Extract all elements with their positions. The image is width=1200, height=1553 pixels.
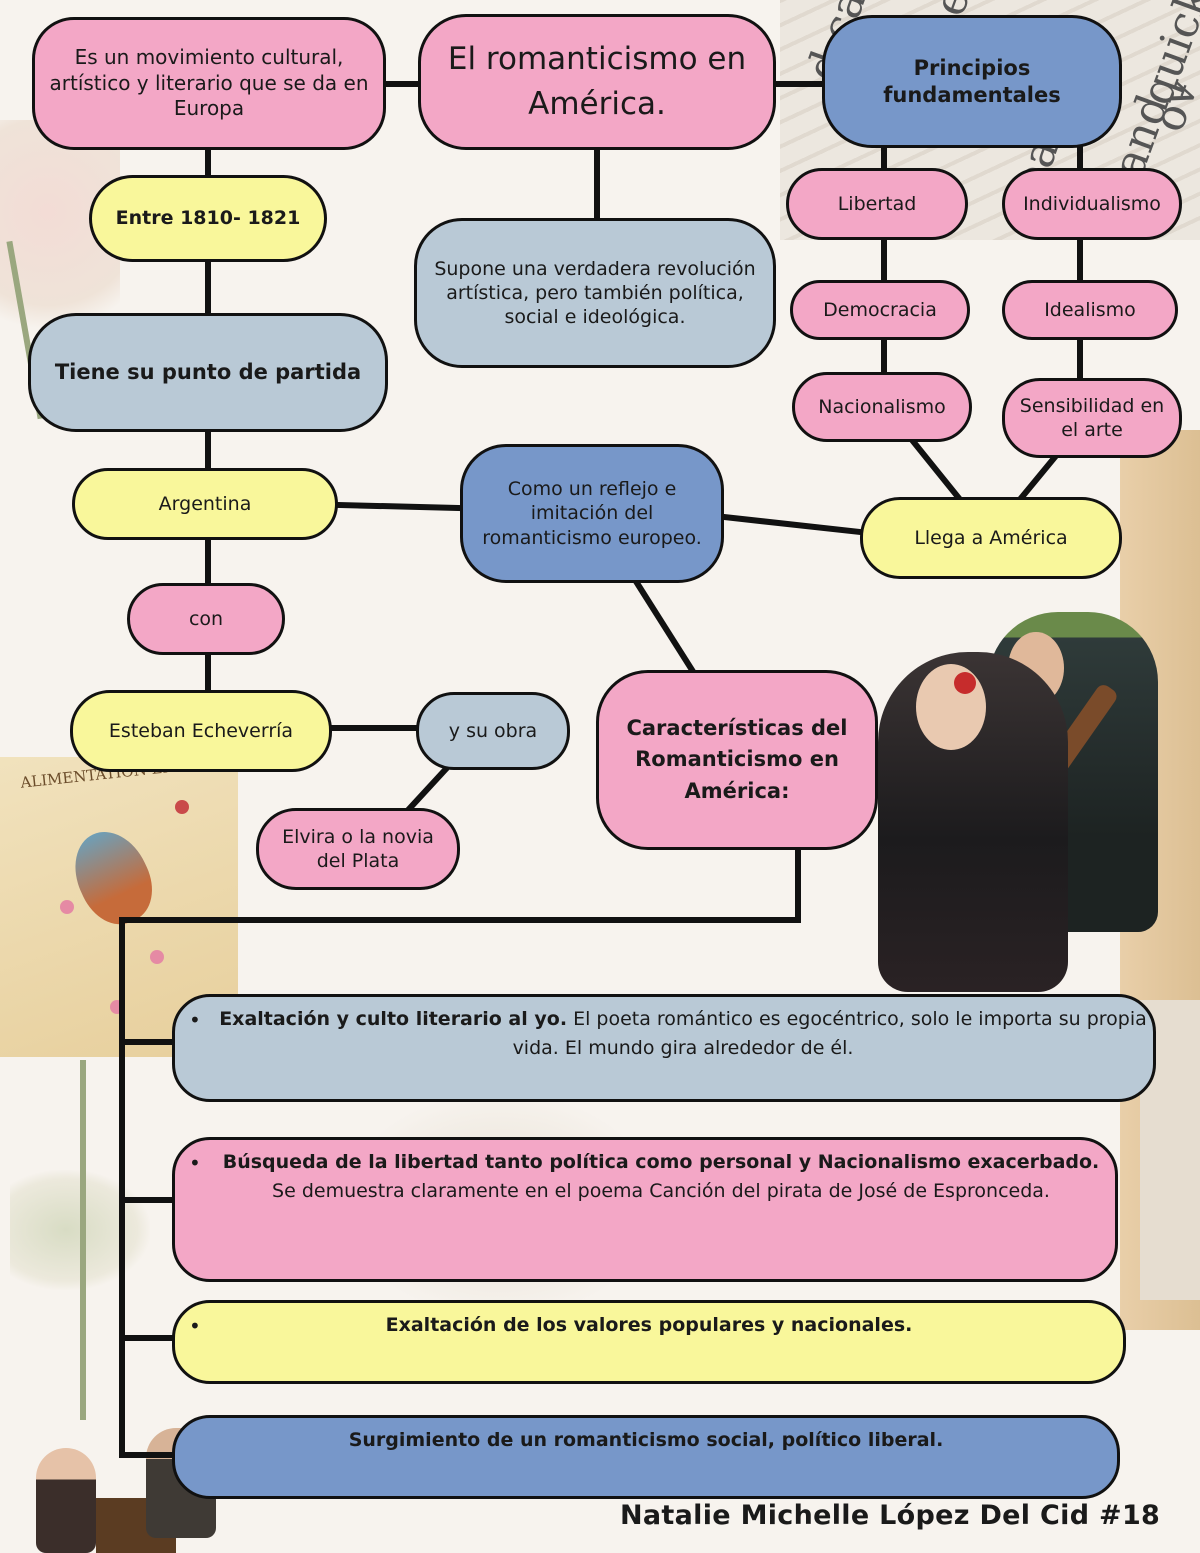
- principle-label: Sensibilidad en el arte: [1019, 394, 1165, 441]
- reflection-node: Como un reflejo e imitación del romantic…: [460, 444, 724, 583]
- connector-line: [632, 578, 697, 675]
- obra-node: y su obra: [416, 692, 570, 770]
- principle-libertad: Libertad: [786, 168, 968, 240]
- characteristic-bold: Búsqueda de la libertad tanto política c…: [222, 1151, 1100, 1173]
- blossom-icon: [60, 900, 74, 914]
- principles-heading-node: Principios fundamentales: [822, 15, 1122, 148]
- principle-label: Idealismo: [1044, 298, 1136, 321]
- starting-point-text: Tiene su punto de partida: [54, 360, 362, 385]
- principle-label: Nacionalismo: [818, 395, 946, 418]
- starting-point-node: Tiene su punto de partida: [28, 313, 388, 432]
- author-text: Esteban Echeverría: [108, 719, 294, 742]
- characteristic-text: Exaltación y culto literario al yo. El p…: [219, 1005, 1147, 1062]
- characteristic-item: Surgimiento de un romanticismo social, p…: [172, 1415, 1120, 1499]
- dates-text: Entre 1810- 1821: [115, 207, 301, 230]
- principle-label: Libertad: [837, 192, 917, 215]
- connector-line: [405, 765, 450, 813]
- principles-heading: Principios fundamentales: [883, 55, 1061, 107]
- characteristics-heading: Características del Romanticismo en Amér…: [626, 715, 848, 803]
- obra-text: y su obra: [448, 719, 538, 742]
- characteristic-item: • Exaltación y culto literario al yo. El…: [172, 994, 1156, 1102]
- characteristic-bold: Surgimiento de un romanticismo social, p…: [348, 1429, 944, 1451]
- characteristic-detail: Se demuestra claramente en el poema Canc…: [272, 1179, 1050, 1202]
- connector-line: [119, 847, 801, 1458]
- country-node: Argentina: [72, 468, 338, 540]
- arrival-node: Llega a América: [860, 497, 1122, 579]
- characteristic-text: Surgimiento de un romanticismo social, p…: [189, 1426, 1103, 1455]
- woman-figure: [36, 1448, 96, 1553]
- butterfly-icon: [175, 800, 189, 814]
- bullet-icon: •: [189, 1151, 201, 1175]
- revolution-node: Supone una verdadera revolución artístic…: [414, 218, 776, 368]
- rose-icon: [954, 672, 976, 694]
- principle-individualismo: Individualismo: [1002, 168, 1182, 240]
- title-node: El romanticismo en América.: [418, 14, 776, 150]
- principle-sensibilidad: Sensibilidad en el arte: [1002, 378, 1182, 458]
- definition-node: Es un movimiento cultural, artístico y l…: [32, 17, 386, 150]
- revolution-text: Supone una verdadera revolución artístic…: [434, 257, 756, 329]
- arrival-text: Llega a América: [914, 526, 1068, 549]
- characteristic-text: Exaltación de los valores populares y na…: [189, 1311, 1109, 1340]
- con-node: con: [127, 583, 285, 655]
- author-node: Esteban Echeverría: [70, 690, 332, 772]
- principle-idealismo: Idealismo: [1002, 280, 1178, 340]
- characteristic-item: • Exaltación de los valores populares y …: [172, 1300, 1126, 1384]
- connector-line: [334, 501, 464, 512]
- connector-line: [1017, 452, 1060, 502]
- characteristic-detail: El poeta romántico es egocéntrico, solo …: [512, 1008, 1147, 1059]
- characteristic-item: • Búsqueda de la libertad tanto política…: [172, 1137, 1118, 1282]
- blossom-icon: [150, 950, 164, 964]
- dates-node: Entre 1810- 1821: [89, 175, 327, 262]
- author-signature: Natalie Michelle López Del Cid #18: [620, 1500, 1161, 1531]
- characteristic-bold: Exaltación de los valores populares y na…: [385, 1314, 913, 1336]
- bullet-icon: •: [189, 1008, 201, 1032]
- work-node: Elvira o la novia del Plata: [256, 808, 460, 890]
- characteristics-heading-node: Características del Romanticismo en Amér…: [596, 670, 878, 850]
- principle-label: Individualismo: [1023, 192, 1161, 215]
- principle-democracia: Democracia: [790, 280, 970, 340]
- romantic-couple-painting: [868, 612, 1178, 997]
- principle-nacionalismo: Nacionalismo: [792, 372, 972, 442]
- con-text: con: [188, 607, 224, 630]
- work-text: Elvira o la novia del Plata: [282, 825, 434, 872]
- characteristic-bold: Exaltación y culto literario al yo.: [219, 1008, 568, 1030]
- reflection-text: Como un reflejo e imitación del romantic…: [482, 478, 702, 549]
- connector-line: [720, 513, 864, 536]
- bullet-icon: •: [189, 1314, 201, 1338]
- flower-stem: [80, 1060, 86, 1420]
- connector-line: [907, 435, 963, 502]
- characteristic-text: Búsqueda de la libertad tanto política c…: [211, 1148, 1111, 1205]
- country-text: Argentina: [158, 492, 252, 515]
- principle-label: Democracia: [823, 298, 937, 321]
- definition-text: Es un movimiento cultural, artístico y l…: [49, 45, 369, 121]
- piano-players-illustration: [36, 1428, 236, 1553]
- diagram-title: El romanticismo en América.: [447, 41, 747, 122]
